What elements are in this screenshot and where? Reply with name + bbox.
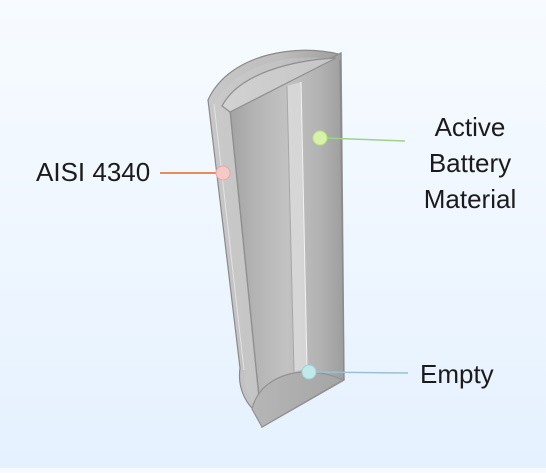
empty-leader-line	[310, 371, 409, 374]
aisi-4340-label: AISI 4340	[36, 157, 151, 187]
right-edge	[339, 59, 345, 381]
top-cap	[221, 57, 337, 113]
active-battery-material-label-line-2: Battery	[428, 148, 512, 178]
aisi-domain-marker	[215, 165, 231, 181]
empty-domain-marker	[301, 364, 317, 380]
shell-highlight-edge	[213, 103, 245, 371]
active-battery-material-label-line-1: Active	[434, 112, 506, 142]
center-rib	[287, 82, 307, 372]
active-material-domain-marker	[312, 130, 328, 146]
center-rib-edge-right	[300, 81, 308, 369]
bottom-cap	[251, 371, 345, 428]
active-battery-material-label: Active Battery Material	[410, 109, 530, 217]
active-material-leader-line	[323, 137, 406, 142]
empty-label: Empty	[420, 359, 494, 389]
center-rib-edge-left	[286, 85, 295, 373]
active-battery-material-label-line-3: Material	[423, 184, 517, 214]
